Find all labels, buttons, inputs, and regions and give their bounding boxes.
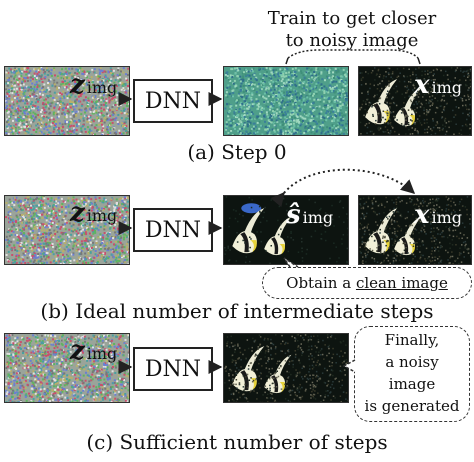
greenish-output-a bbox=[223, 66, 349, 136]
dnn-box-a: DNN bbox=[133, 79, 213, 123]
fish-target-a bbox=[358, 66, 472, 136]
fish-noisy-output-c bbox=[223, 333, 349, 403]
noisy-image-bubble: Finally, a noisy image is generated bbox=[354, 326, 470, 422]
dotted-arc-b bbox=[270, 168, 416, 208]
fish-clean-output-b bbox=[223, 195, 349, 265]
noise-input-c bbox=[4, 333, 130, 403]
caption-a: (a) Step 0 bbox=[187, 140, 287, 164]
train-note: Train to get closer to noisy image bbox=[267, 8, 437, 51]
dnn-box-b: DNN bbox=[133, 208, 213, 252]
clean-image-bubble: Obtain a clean image bbox=[262, 267, 472, 299]
caption-c: (c) Sufficient number of steps bbox=[86, 430, 388, 454]
caption-b: (b) Ideal number of intermediate steps bbox=[40, 299, 434, 323]
bubble-tail-b bbox=[283, 257, 299, 268]
note-tick-left bbox=[285, 57, 289, 65]
bubble-tail-c bbox=[342, 359, 356, 373]
noise-input-b bbox=[4, 195, 130, 265]
note-tick-right bbox=[417, 57, 421, 65]
note-bracket-a bbox=[287, 49, 419, 59]
